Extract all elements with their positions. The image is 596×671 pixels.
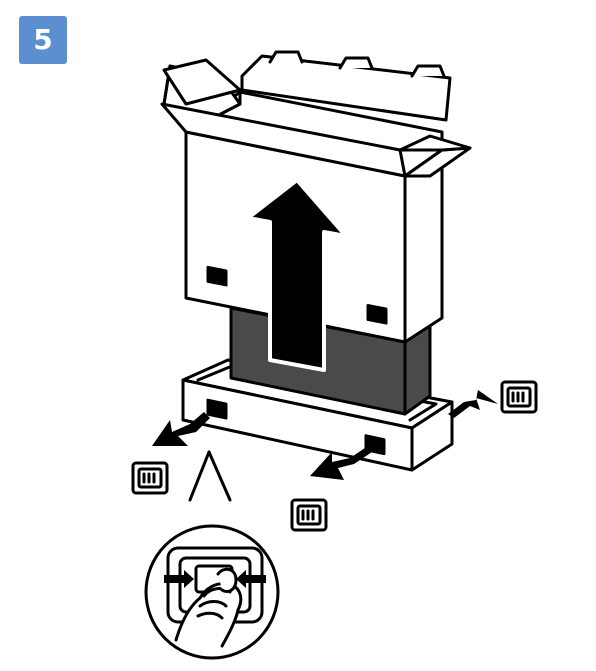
right-out-arrow-icon (448, 390, 498, 418)
left-out-arrow-icon (152, 412, 210, 446)
